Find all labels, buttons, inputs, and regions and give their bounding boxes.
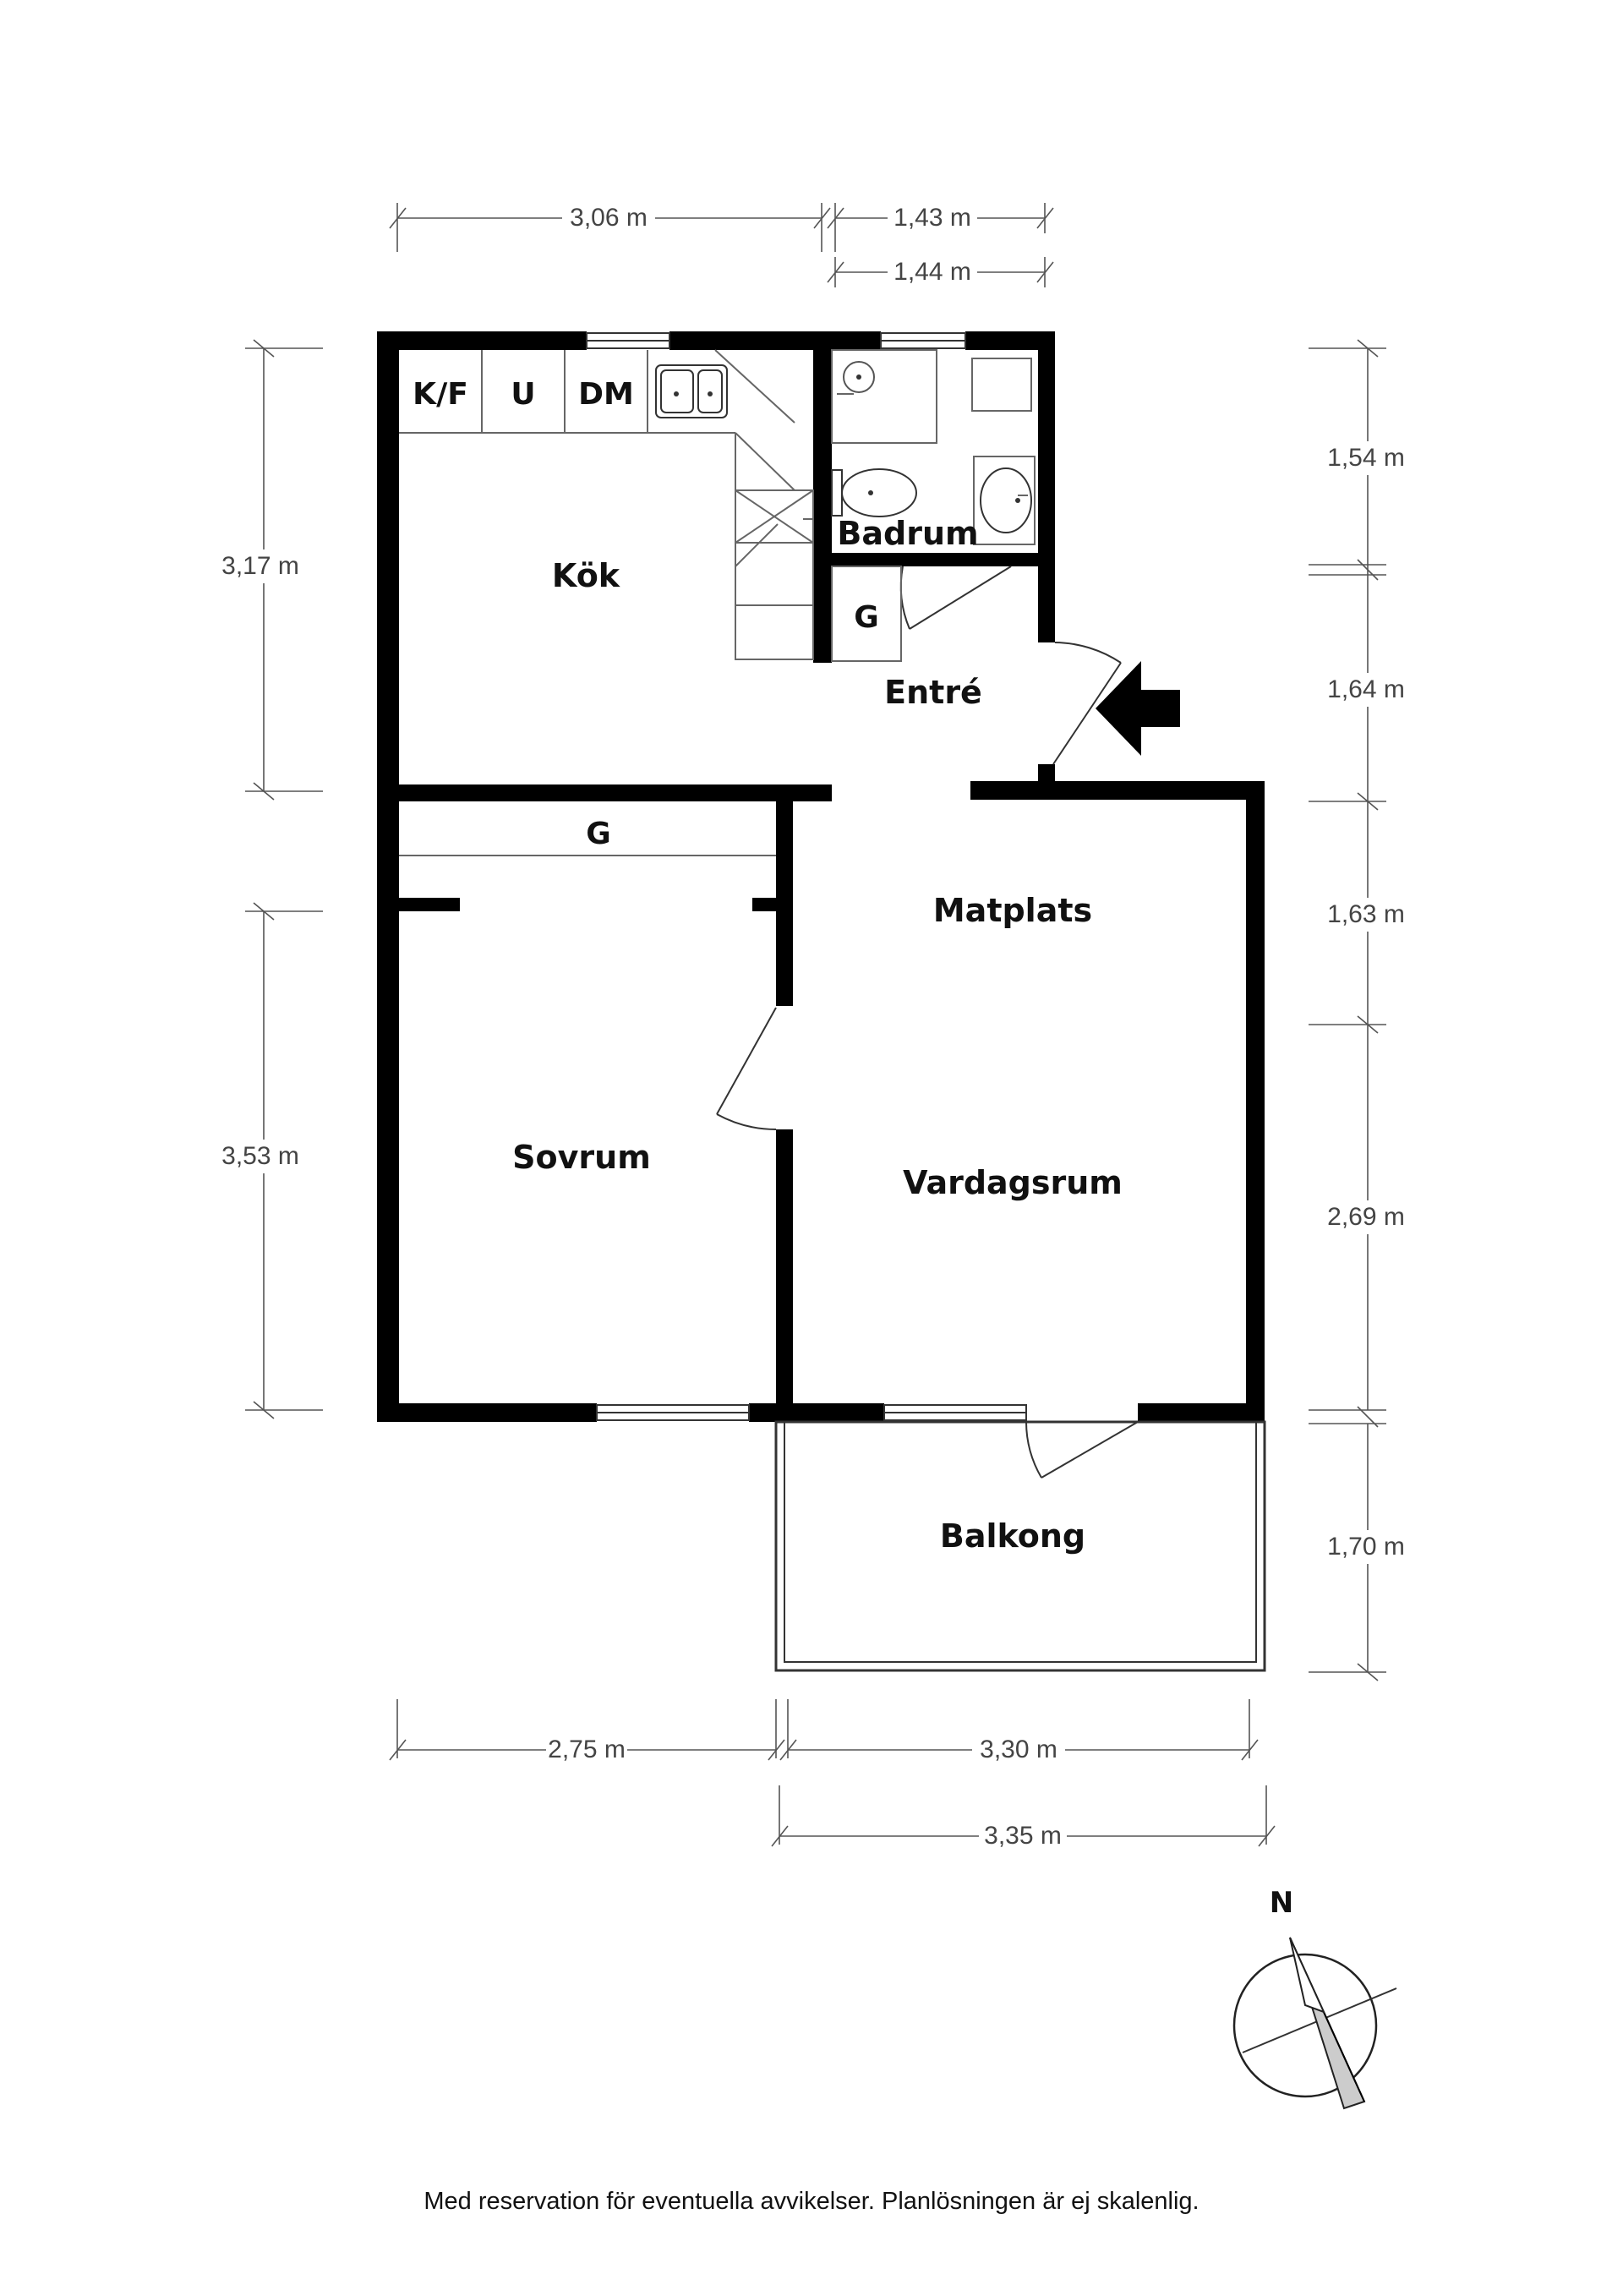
appliance-labels: K/F U DM G G xyxy=(413,377,879,851)
compass-needle-white-icon xyxy=(1289,1937,1325,2014)
dim-right-1: 1,54 m xyxy=(1327,444,1405,472)
dishwasher-label: DM xyxy=(578,377,634,412)
room-label-balcony: Balkong xyxy=(940,1517,1085,1555)
fridge-freezer-label: K/F xyxy=(413,377,468,412)
north-label: N xyxy=(1270,1886,1293,1920)
bathroom-fixtures xyxy=(831,349,1036,545)
dim-bottom-right: 3,30 m xyxy=(980,1736,1057,1763)
dim-bottom-left: 2,75 m xyxy=(548,1736,626,1763)
balcony-railing xyxy=(774,1420,1266,1672)
oven-label: U xyxy=(511,377,535,412)
dim-bottom-lowest: 3,35 m xyxy=(984,1822,1062,1850)
wardrobe-entrance-label: G xyxy=(854,600,879,635)
wardrobe-entrance xyxy=(831,566,902,662)
entrance-arrow-icon xyxy=(1096,661,1180,756)
compass: N xyxy=(1232,1886,1397,2110)
room-labels: Kök Badrum Entré Matplats Sovrum Vardags… xyxy=(512,515,1123,1555)
dim-right-5: 1,70 m xyxy=(1327,1533,1405,1561)
dimension-lines xyxy=(245,203,1386,1847)
dim-top-left: 3,06 m xyxy=(570,204,648,232)
dimension-label-backgrounds xyxy=(203,200,1412,1853)
dim-left-upper: 3,17 m xyxy=(221,552,299,580)
room-label-bedroom: Sovrum xyxy=(512,1139,651,1176)
room-label-bathroom: Badrum xyxy=(837,515,978,552)
dim-left-lower: 3,53 m xyxy=(221,1142,299,1170)
room-label-entrance: Entré xyxy=(884,674,982,711)
kitchen-counter xyxy=(399,349,814,660)
dimension-labels: 3,06 m 1,43 m 1,44 m 3,17 m 3,53 m 1,54 … xyxy=(221,204,1405,1850)
compass-circle xyxy=(1232,1953,1378,2098)
room-label-dining: Matplats xyxy=(933,892,1092,929)
dim-right-3: 1,63 m xyxy=(1327,900,1405,928)
kitchen-sink xyxy=(655,364,728,418)
room-label-living: Vardagsrum xyxy=(903,1164,1123,1201)
wardrobe-bedroom-label: G xyxy=(586,817,611,851)
dim-top-right-lower: 1,44 m xyxy=(893,258,971,286)
dim-right-4: 2,69 m xyxy=(1327,1203,1405,1231)
dim-right-2: 1,64 m xyxy=(1327,675,1405,703)
disclaimer-note: Med reservation för eventuella avvikelse… xyxy=(424,2188,1199,2215)
windows xyxy=(586,332,1027,1421)
dim-top-right-upper: 1,43 m xyxy=(893,204,971,232)
room-label-kitchen: Kök xyxy=(552,557,620,594)
walls xyxy=(377,331,1265,1422)
